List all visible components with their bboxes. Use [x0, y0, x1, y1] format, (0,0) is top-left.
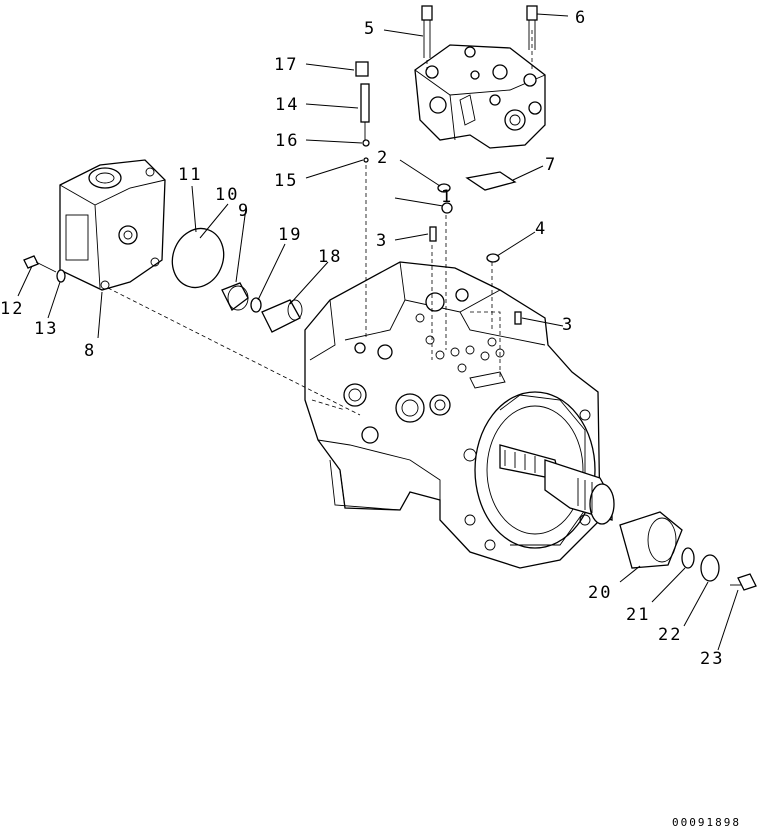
drawing-code: 00091898 [672, 816, 741, 829]
callout-22: 22 [658, 625, 682, 645]
callout-3b: 3 [562, 315, 574, 335]
washer-22 [700, 554, 720, 582]
drive-shaft [499, 444, 615, 525]
callout-12: 12 [0, 299, 24, 319]
snap-ring-19 [250, 297, 262, 313]
bolt-12 [23, 255, 57, 273]
needle-bearing-18 [261, 299, 303, 333]
plug-1 [441, 202, 453, 214]
callout-16: 16 [275, 131, 299, 151]
callout-10: 10 [215, 185, 239, 205]
valve-block [414, 44, 546, 149]
plug-17 [355, 61, 369, 77]
o-ring-4 [486, 253, 500, 263]
o-ring-11 [171, 227, 225, 289]
snap-ring-21 [681, 547, 695, 569]
callout-9: 9 [238, 201, 250, 221]
bolt-5 [421, 5, 433, 58]
seal-15 [363, 157, 369, 163]
pin-3a [429, 226, 437, 242]
callout-21: 21 [626, 605, 650, 625]
washer-13 [56, 269, 66, 283]
valve-spool-14 [360, 83, 370, 140]
callouts: 1 2 3 3 4 5 6 7 8 9 10 11 12 13 14 15 16… [0, 8, 724, 669]
callout-13: 13 [34, 319, 58, 339]
callout-1: 1 [441, 187, 453, 207]
callout-4: 4 [535, 219, 547, 239]
callout-19: 19 [278, 225, 302, 245]
callout-15: 15 [274, 171, 298, 191]
callout-7: 7 [545, 155, 557, 175]
callout-8: 8 [84, 341, 96, 361]
o-ring-2 [437, 183, 451, 193]
bearing-9 [221, 282, 249, 311]
callout-11: 11 [178, 165, 202, 185]
callout-3a: 3 [376, 231, 388, 251]
callout-17: 17 [274, 55, 298, 75]
callout-5: 5 [364, 19, 376, 39]
callout-20: 20 [588, 583, 612, 603]
callout-18: 18 [318, 247, 342, 267]
bearing-20 [619, 511, 683, 569]
leader-lines [17, 13, 739, 651]
pump-housing [304, 261, 601, 569]
pin-3b [514, 311, 522, 325]
bolt-23 [730, 573, 757, 591]
o-ring-16 [362, 139, 370, 147]
bolt-6 [526, 5, 538, 50]
callout-14: 14 [275, 95, 299, 115]
callout-2: 2 [377, 148, 389, 168]
assembly-lines [107, 30, 533, 416]
end-cover [59, 159, 166, 291]
callout-23: 23 [700, 649, 724, 669]
gasket [465, 171, 517, 191]
callout-6: 6 [575, 8, 587, 28]
